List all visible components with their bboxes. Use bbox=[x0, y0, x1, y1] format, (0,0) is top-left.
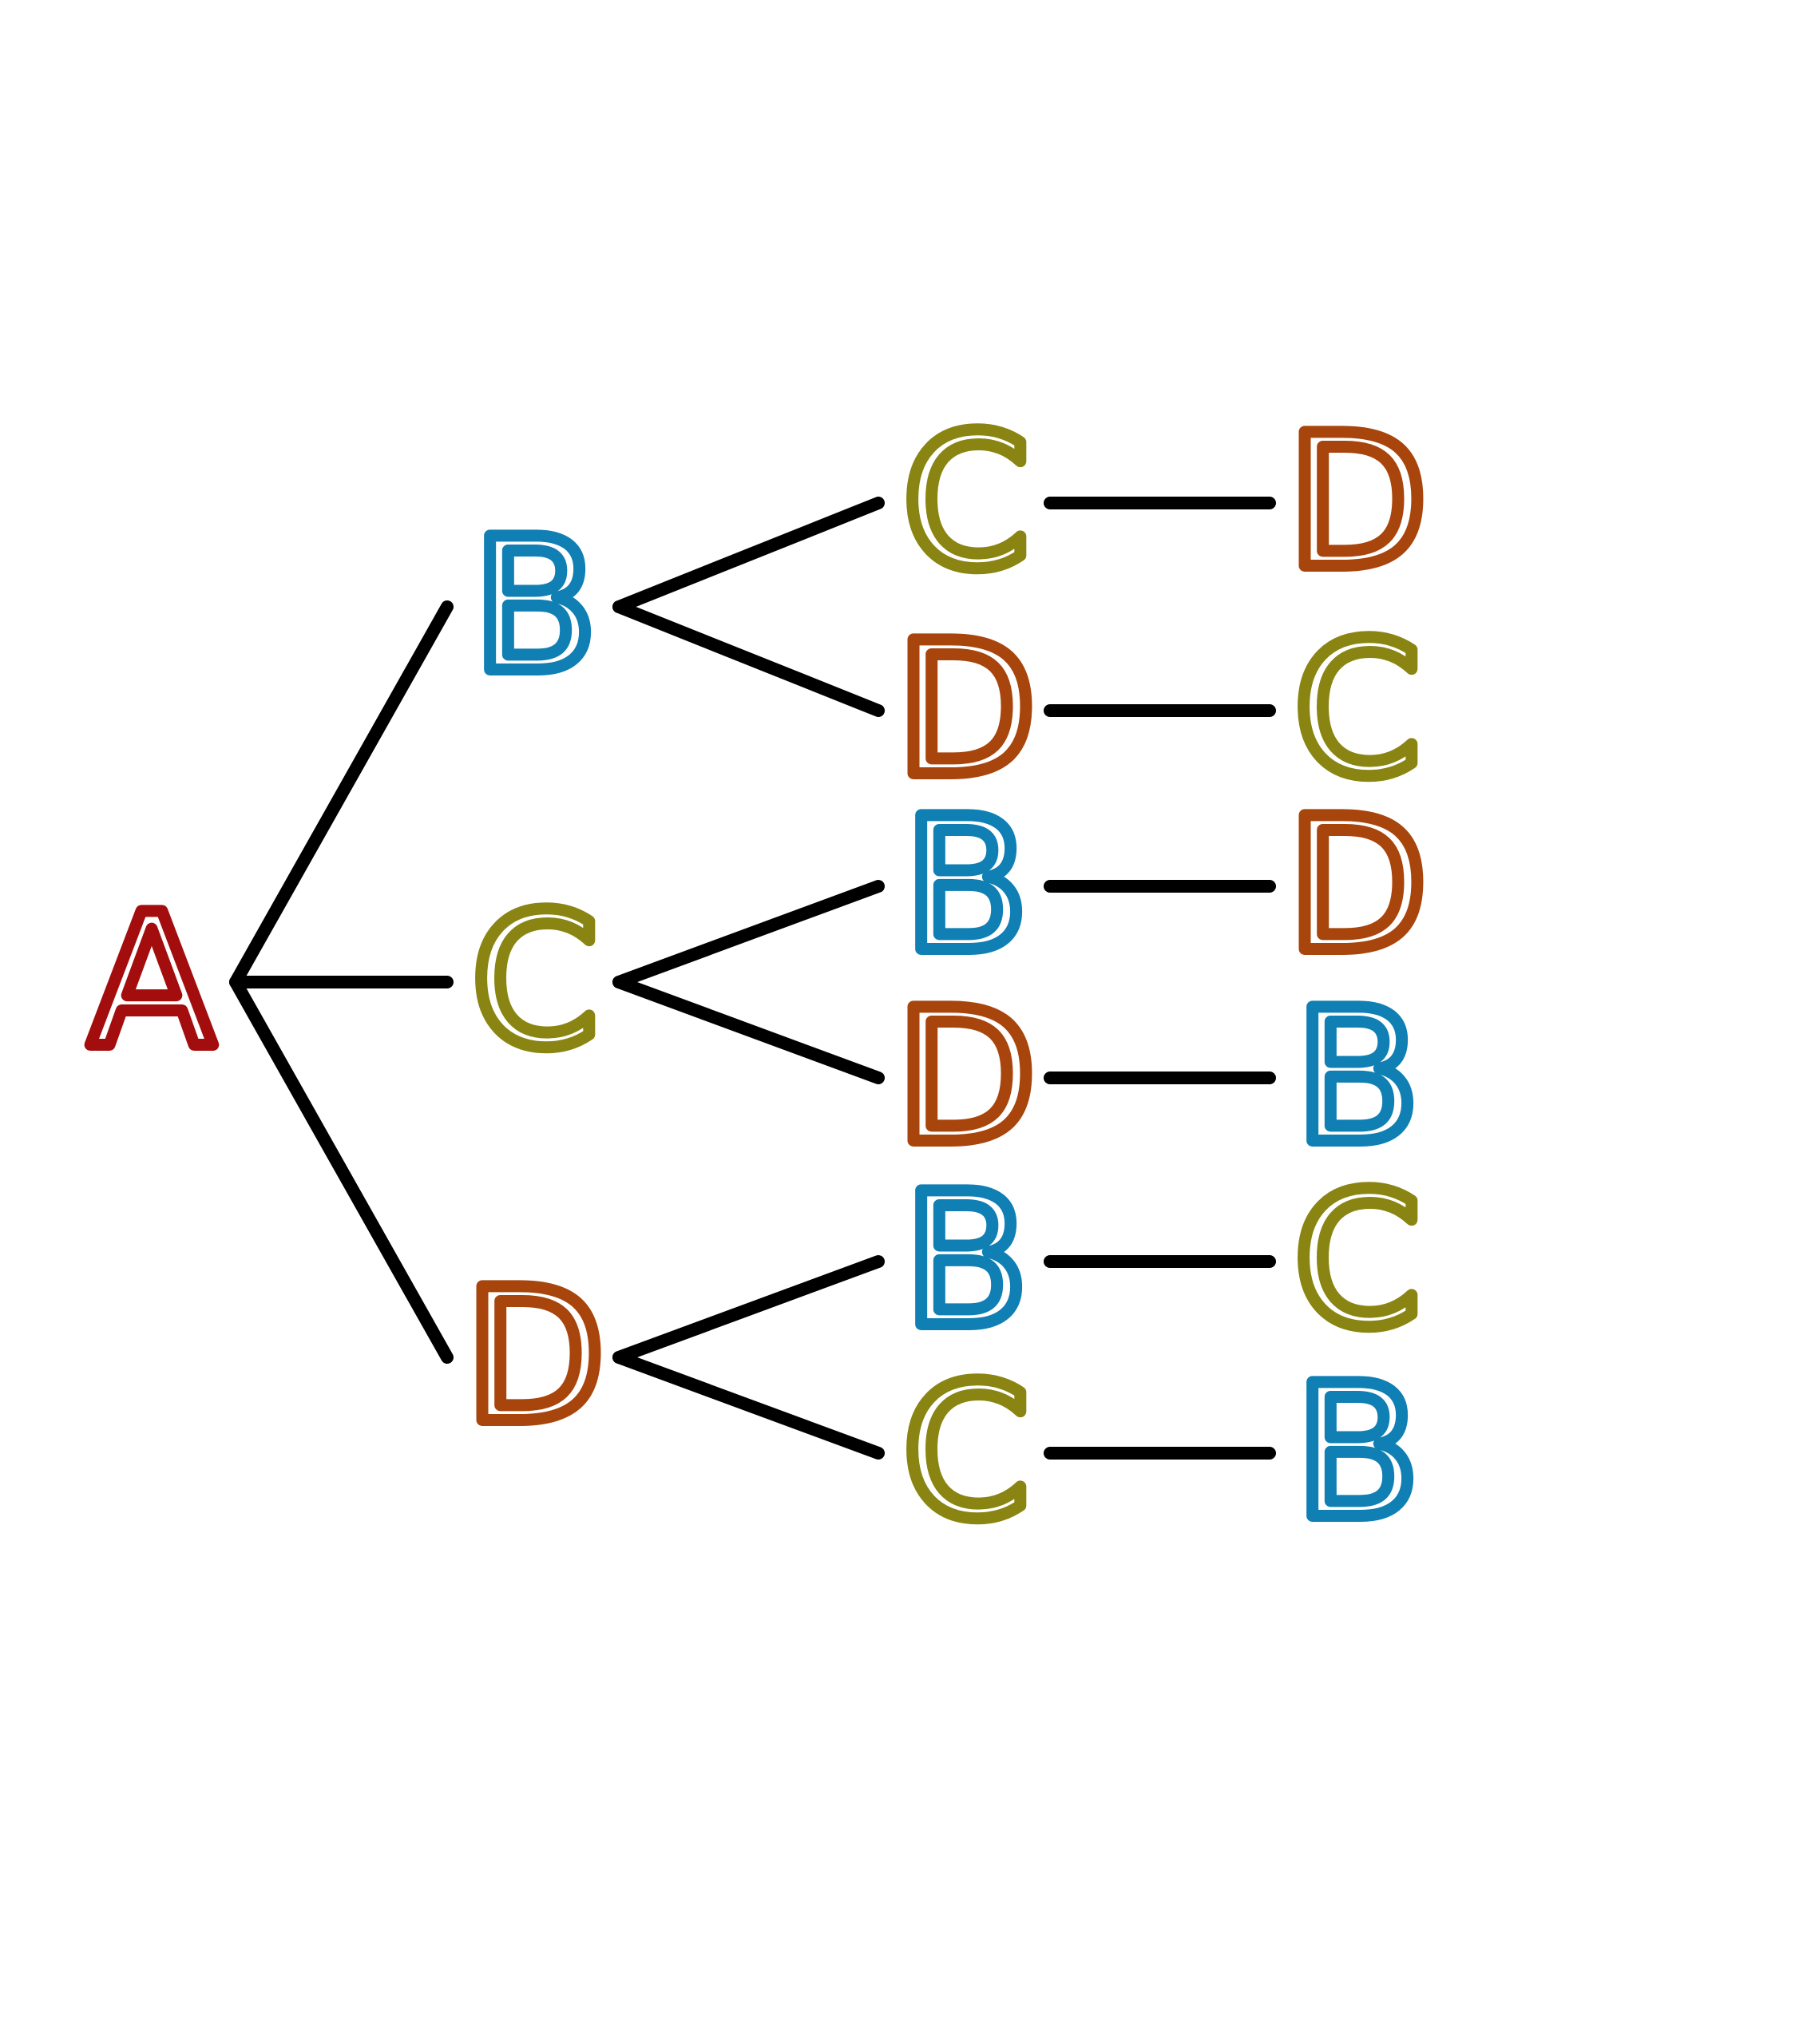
node-c-level-3: C bbox=[1294, 604, 1422, 818]
node-b-level-3: B bbox=[1294, 1347, 1421, 1560]
edge-b-d bbox=[612, 600, 885, 717]
node-c-level-1: C bbox=[471, 876, 600, 1089]
edge-c-d bbox=[612, 976, 885, 1084]
node-b-level-2: B bbox=[903, 1155, 1029, 1369]
edge-d-b bbox=[612, 1255, 885, 1364]
edges-layer bbox=[229, 497, 1276, 1460]
node-b-level-2: B bbox=[903, 780, 1029, 993]
node-a-level-0: A bbox=[89, 876, 214, 1089]
node-b-level-1: B bbox=[472, 501, 598, 714]
node-c-level-2: C bbox=[902, 1347, 1031, 1560]
node-c-level-3: C bbox=[1294, 1155, 1422, 1369]
edge-d-c bbox=[612, 1351, 885, 1460]
node-d-level-3: D bbox=[1286, 780, 1428, 993]
node-d-level-1: D bbox=[464, 1251, 605, 1464]
node-d-level-2: D bbox=[895, 604, 1036, 818]
node-d-level-2: D bbox=[895, 972, 1036, 1185]
edge-a-b bbox=[229, 600, 454, 988]
edge-c-b bbox=[612, 880, 885, 988]
node-b-level-3: B bbox=[1294, 972, 1421, 1185]
node-c-level-2: C bbox=[902, 397, 1031, 610]
edge-a-d bbox=[229, 976, 454, 1364]
node-d-level-3: D bbox=[1286, 397, 1428, 610]
edge-b-c bbox=[612, 497, 885, 613]
